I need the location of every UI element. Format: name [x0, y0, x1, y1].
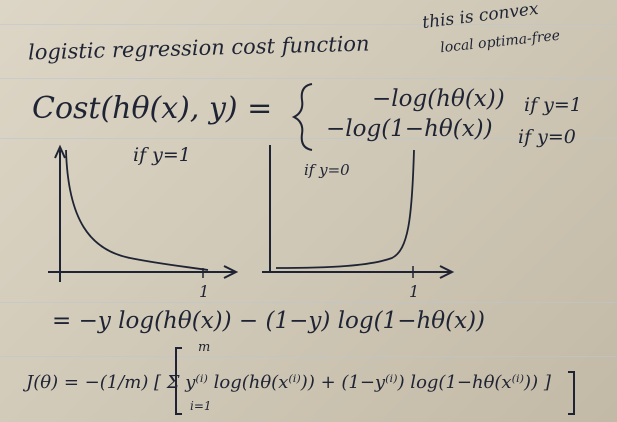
right-graph-label: if y=0: [304, 161, 350, 179]
cost-case1-condition: if y=1: [524, 94, 582, 116]
ruled-line: [0, 302, 617, 303]
left-graph-label: if y=1: [133, 144, 191, 166]
sum-upper-limit: m: [198, 340, 211, 355]
ruled-line: [0, 356, 617, 357]
left-graph-curve: [65, 149, 209, 271]
cost-case1-expression: −log(hθ(x)): [372, 86, 505, 112]
ruled-line: [0, 138, 617, 139]
ruled-line: [0, 78, 617, 79]
j-left-bracket: [175, 347, 182, 415]
sum-lower-limit: i=1: [190, 399, 212, 413]
curly-brace: [291, 83, 313, 151]
left-graph-tick-label: 1: [199, 282, 210, 301]
cost-case2-condition: if y=0: [518, 126, 576, 148]
j-theta-formula: J(θ) = −(1/m) [ Σ y⁽ⁱ⁾ log(hθ(x⁽ⁱ⁾)) + (…: [26, 372, 551, 393]
cost-definition-lhs: Cost(hθ(x), y) =: [32, 91, 273, 126]
cost-case2-expression: −log(1−hθ(x)): [326, 116, 493, 142]
left-graph-y-arrow: [54, 144, 66, 159]
right-graph-curve: [275, 149, 415, 269]
j-right-bracket: [568, 371, 575, 415]
combined-cost-formula: = −y log(hθ(x)) − (1−y) log(1−hθ(x)): [52, 308, 486, 334]
right-graph-tick-label: 1: [409, 282, 420, 301]
left-graph-x-arrow: [223, 265, 239, 279]
right-graph-x-arrow: [439, 265, 455, 279]
ruled-line: [0, 24, 617, 25]
